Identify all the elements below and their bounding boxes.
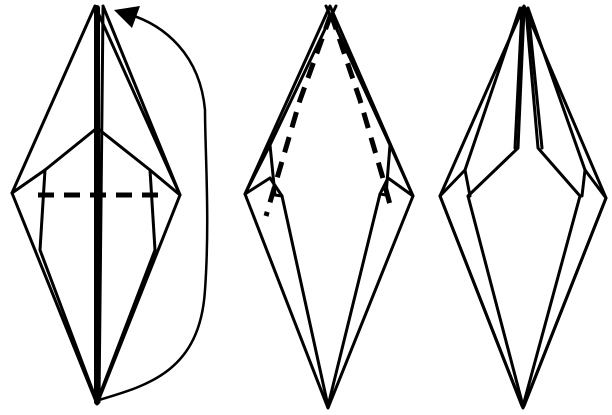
step-3-tab-right (580, 170, 585, 196)
step-2-fold-line-right (331, 14, 392, 212)
step-3-lower-left (440, 196, 522, 406)
step-2-left-flap (245, 145, 328, 406)
step-3-lower-right (524, 198, 606, 406)
step-1-inner-flap-right (97, 170, 155, 402)
step-3-figure (440, 6, 606, 408)
step-1-figure (12, 6, 207, 404)
step-3-tab-left (465, 170, 470, 196)
step-2-right-flap (328, 145, 413, 406)
step-2-outline (245, 6, 413, 408)
step-2-figure (245, 6, 413, 408)
